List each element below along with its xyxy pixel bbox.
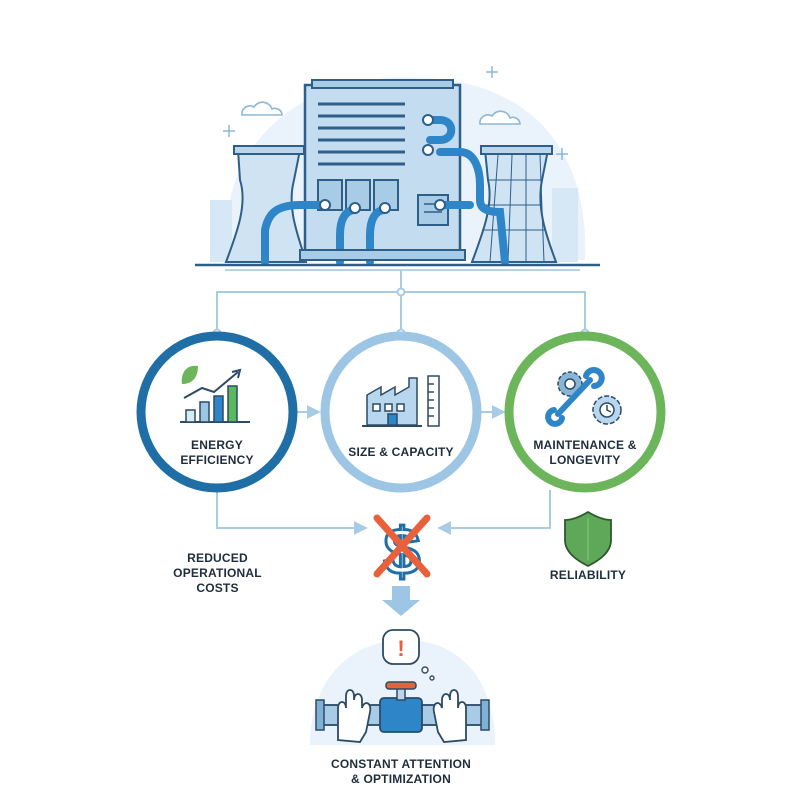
size-label-line1: SIZE & CAPACITY	[348, 445, 454, 459]
energy-label-line1: ENERGY	[191, 438, 243, 452]
valve-hands-icon: !	[310, 629, 495, 745]
growth-chart-icon	[180, 365, 250, 423]
svg-text:!: !	[397, 636, 404, 661]
node-maintenance-longevity	[504, 331, 666, 493]
costs-label-line2: OPERATIONAL	[173, 566, 262, 580]
maintenance-label-line1: MAINTENANCE &	[533, 438, 637, 452]
attention-label-line1: CONSTANT ATTENTION	[330, 757, 472, 771]
node-size-capacity	[320, 331, 482, 493]
crossed-dollar-icon: $	[373, 513, 431, 590]
power-plant-icon	[195, 66, 600, 271]
constant-attention-label: CONSTANT ATTENTION & OPTIMIZATION	[311, 757, 491, 787]
energy-efficiency-label: ENERGY EFFICIENCY	[157, 438, 277, 468]
attention-label-line2: & OPTIMIZATION	[351, 772, 451, 786]
wrench-gears-icon	[545, 367, 622, 427]
reduced-costs-label: REDUCED OPERATIONAL COSTS	[160, 551, 275, 596]
reliability-label-line1: RELIABILITY	[549, 568, 627, 582]
costs-label-line3: COSTS	[196, 581, 239, 595]
costs-label-line1: REDUCED	[187, 551, 248, 565]
maintenance-longevity-label: MAINTENANCE & LONGEVITY	[510, 438, 660, 468]
factory-icon	[362, 375, 440, 427]
shield-icon	[564, 510, 612, 568]
energy-label-line2: EFFICIENCY	[180, 453, 254, 467]
down-arrow-icon	[382, 586, 420, 616]
size-capacity-label: SIZE & CAPACITY	[331, 445, 471, 460]
maintenance-label-line2: LONGEVITY	[549, 453, 621, 467]
node-energy-efficiency	[136, 331, 298, 493]
reliability-label: RELIABILITY	[538, 568, 638, 583]
